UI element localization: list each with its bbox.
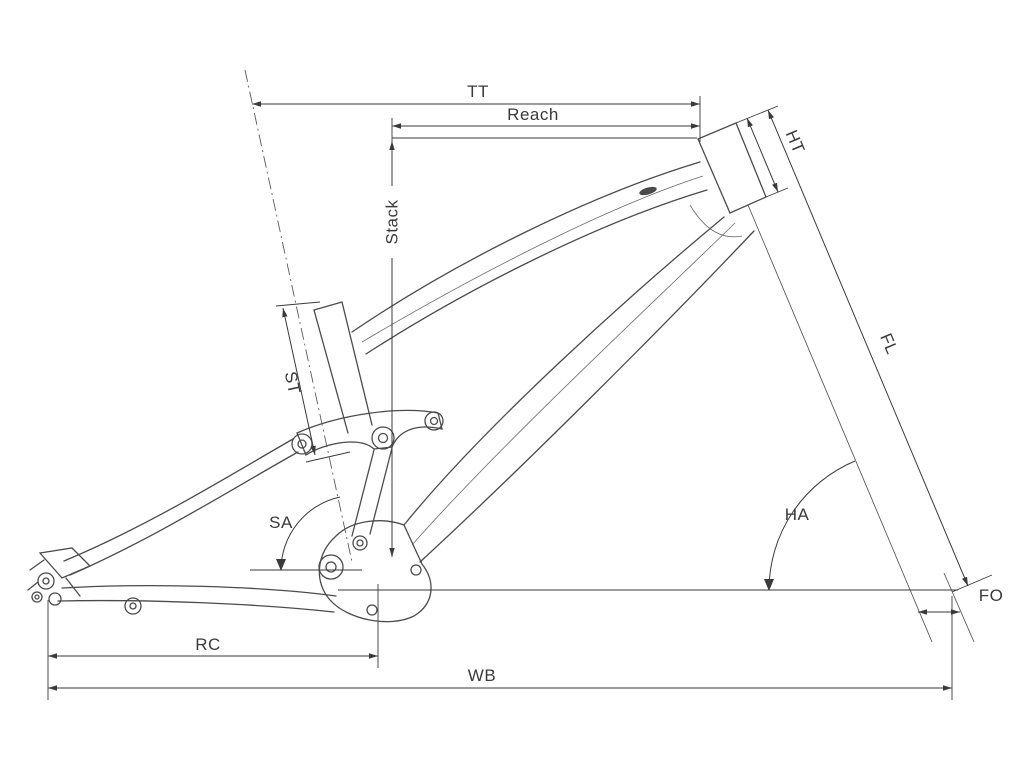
top-tube-edge-highlight	[361, 175, 704, 343]
dimension-fo: FO	[918, 586, 1004, 615]
fl-dimension-line	[767, 109, 969, 587]
rocker-pivot-right-bolt	[429, 416, 439, 426]
rocker-pivot-mid-bolt	[377, 432, 389, 444]
rocker-pivot-mid	[371, 426, 395, 450]
wb-label: WB	[468, 666, 496, 685]
reach-label: Reach	[507, 105, 559, 124]
st-top-extension-line	[275, 301, 321, 307]
head-tube	[697, 122, 767, 214]
dimension-reach: Reach	[391, 105, 700, 141]
rear-axle-bolt	[42, 577, 50, 585]
sa-angle-arc	[280, 496, 341, 571]
seat-tube-top	[313, 301, 343, 311]
seatstay-upper-edge	[63, 438, 294, 562]
dimension-wb: WB	[48, 596, 953, 700]
brake-mount-lower	[48, 592, 62, 606]
rear-dropout	[38, 547, 92, 579]
motor-bolt-lower	[366, 604, 378, 616]
down-tube-upper-edge	[403, 216, 725, 526]
fl-label: FL	[876, 331, 902, 358]
reference-lines	[244, 69, 958, 591]
sa-arc-arrow	[276, 559, 286, 571]
seat-tube-rear-edge	[313, 309, 349, 434]
shock-eyelet-bolt	[356, 539, 364, 547]
dropout-brace	[65, 577, 81, 597]
motor-housing	[318, 520, 432, 623]
shock-front-edge	[351, 449, 375, 537]
main-pivot	[318, 554, 344, 580]
top-tube-lower-edge	[365, 189, 708, 355]
frame-drawing	[27, 122, 975, 643]
ha-arc-arrow	[764, 579, 774, 591]
dimension-st: ST	[275, 301, 351, 463]
dimension-ha: HA	[764, 460, 856, 591]
chainstay-pivot	[124, 597, 142, 615]
brake-mount-rear-bolt	[34, 594, 40, 600]
main-pivot-bolt	[325, 561, 337, 573]
st-dimension-line	[282, 307, 316, 456]
seat-tube-front-edge	[341, 301, 373, 426]
fl-bottom-extension-line	[951, 574, 993, 593]
seatstay-lower-edge	[69, 451, 299, 576]
chainstay-pivot-bolt	[129, 602, 137, 610]
chainstay-lower-edge	[57, 599, 335, 613]
ha-angle-arc	[768, 460, 856, 591]
fo-label: FO	[979, 586, 1004, 605]
brake-tab-upper	[29, 559, 45, 571]
cable-port	[639, 186, 657, 196]
steering-axis-line	[747, 204, 933, 643]
down-tube-lower-edge	[419, 230, 755, 563]
fork-offset-parallel-line	[943, 572, 975, 643]
dimension-stack: Stack	[383, 137, 697, 557]
down-tube-edge-highlight	[411, 222, 736, 546]
ht-top-extension-line	[735, 105, 779, 124]
dimension-tt: TT	[252, 82, 701, 142]
rocker-link	[296, 409, 443, 456]
ht-dimension-line	[746, 117, 779, 193]
sa-label: SA	[269, 513, 293, 532]
seat-tube-axis-line	[244, 69, 353, 563]
brake-mount-rear	[31, 591, 43, 603]
rear-axle	[37, 572, 55, 590]
dimension-sa: SA	[269, 496, 341, 571]
ha-label: HA	[785, 505, 810, 524]
motor-bolt-front	[410, 564, 422, 576]
st-bottom-extension-line	[305, 451, 351, 463]
chainstay-upper-edge	[61, 584, 337, 597]
rc-label: RC	[195, 635, 221, 654]
head-tube-gusset	[689, 204, 743, 238]
st-label: ST	[281, 370, 304, 396]
shock-eyelet	[352, 535, 368, 551]
shock-rear-edge	[369, 447, 393, 535]
stack-label: Stack	[383, 199, 402, 244]
top-tube-upper-edge	[351, 161, 701, 333]
brake-tab-lower	[27, 581, 39, 591]
rocker-pivot-right	[424, 411, 444, 431]
dimension-rc: RC	[47, 584, 379, 700]
tt-label: TT	[467, 82, 489, 101]
